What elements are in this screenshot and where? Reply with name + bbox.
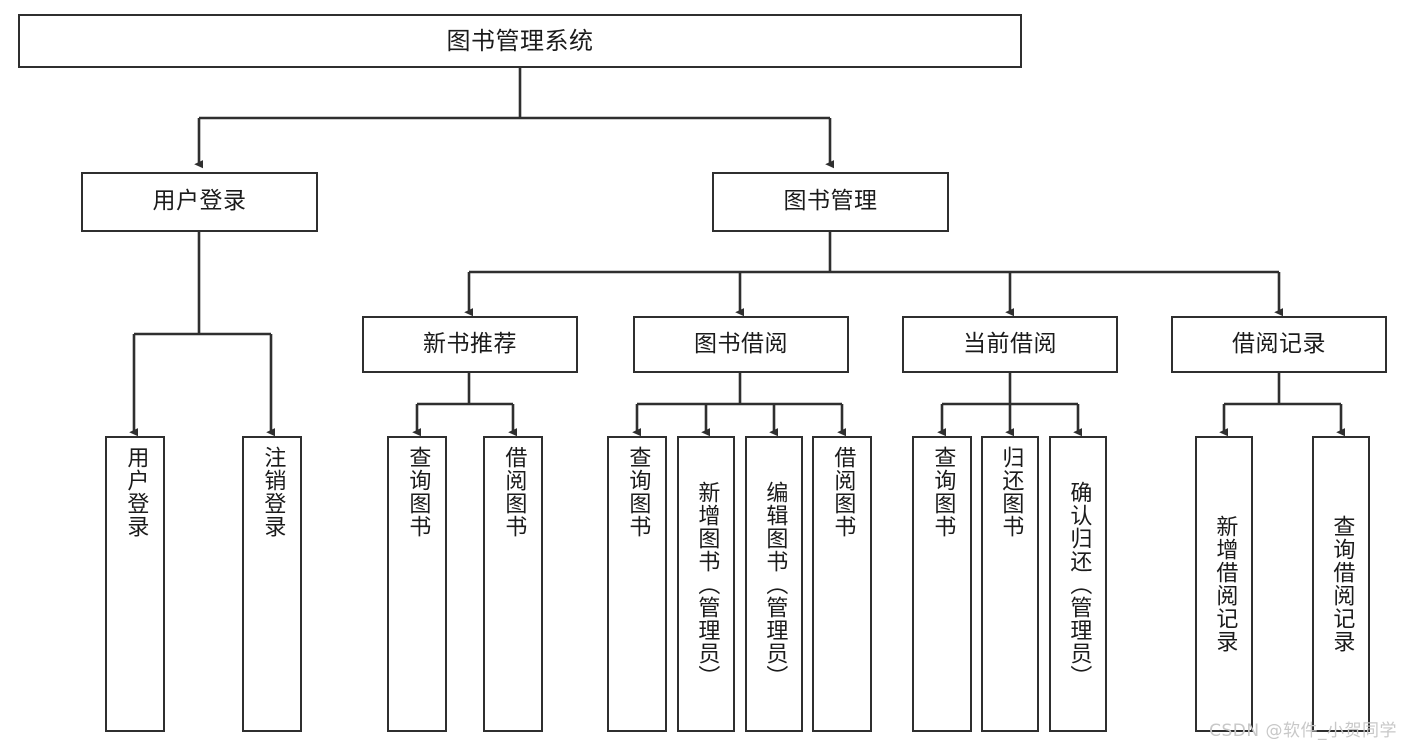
leaf-query-book-new[interactable]: 查询图书 (387, 436, 447, 732)
node-label: 查询借阅记录 (1329, 515, 1355, 653)
leaf-borrow-book[interactable]: 借阅图书 (812, 436, 872, 732)
leaf-return-book[interactable]: 归还图书 (981, 436, 1039, 732)
node-label: 当前借阅 (963, 330, 1057, 357)
leaf-logout[interactable]: 注销登录 (242, 436, 302, 732)
node-label: 新书推荐 (423, 330, 517, 357)
node-label: 新增图书（管理员） (694, 480, 720, 688)
node-borrow-record[interactable]: 借阅记录 (1171, 316, 1387, 373)
node-label: 查询图书 (930, 446, 956, 538)
node-label: 确认归还（管理员） (1066, 480, 1092, 688)
leaf-confirm-return-admin[interactable]: 确认归还（管理员） (1049, 436, 1107, 732)
node-label: 用户登录 (152, 188, 247, 215)
leaf-query-book-borrow[interactable]: 查询图书 (607, 436, 667, 732)
node-current-borrow[interactable]: 当前借阅 (902, 316, 1118, 373)
node-book-management[interactable]: 图书管理 (712, 172, 949, 232)
node-root-system[interactable]: 图书管理系统 (18, 14, 1022, 68)
leaf-query-borrow-record[interactable]: 查询借阅记录 (1312, 436, 1370, 732)
leaf-add-borrow-record[interactable]: 新增借阅记录 (1195, 436, 1253, 732)
node-label: 查询图书 (405, 446, 431, 538)
leaf-query-book-current[interactable]: 查询图书 (912, 436, 972, 732)
node-label: 图书借阅 (694, 330, 788, 357)
node-label: 借阅图书 (501, 446, 527, 538)
node-label: 注销登录 (260, 446, 286, 538)
node-book-borrow[interactable]: 图书借阅 (633, 316, 849, 373)
node-user-login[interactable]: 用户登录 (81, 172, 318, 232)
node-label: 编辑图书（管理员） (762, 480, 788, 688)
node-label: 用户登录 (123, 446, 149, 538)
node-label: 新增借阅记录 (1212, 515, 1238, 653)
node-label: 图书管理 (783, 188, 878, 215)
watermark-text: CSDN @软件_小贺同学 (1209, 721, 1397, 741)
leaf-borrow-book-new[interactable]: 借阅图书 (483, 436, 543, 732)
node-label: 借阅记录 (1232, 330, 1326, 357)
node-label: 借阅图书 (830, 446, 856, 538)
leaf-add-book-admin[interactable]: 新增图书（管理员） (677, 436, 735, 732)
node-label: 查询图书 (625, 446, 651, 538)
node-new-book-recommend[interactable]: 新书推荐 (362, 316, 578, 373)
node-label: 图书管理系统 (446, 26, 594, 55)
node-label: 归还图书 (998, 446, 1024, 538)
leaf-edit-book-admin[interactable]: 编辑图书（管理员） (745, 436, 803, 732)
leaf-user-login[interactable]: 用户登录 (105, 436, 165, 732)
